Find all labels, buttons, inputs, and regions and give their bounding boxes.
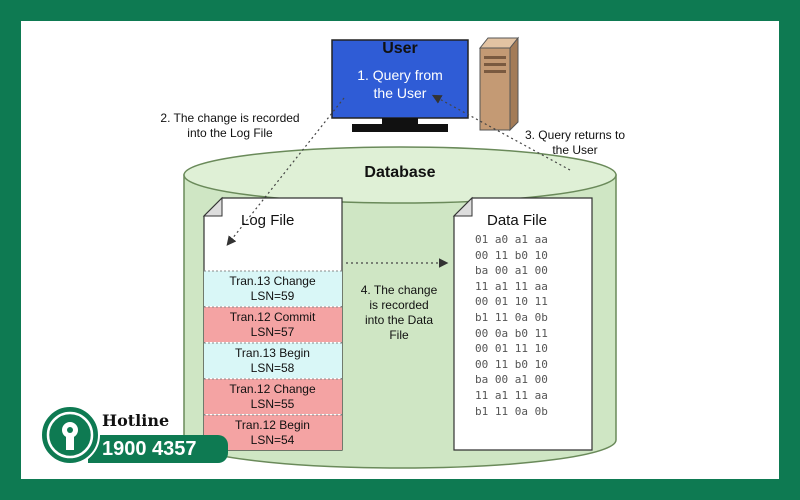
log-entry: Tran.13 Begin LSN=58: [235, 345, 310, 375]
hex-row: ba 00 a1 00: [475, 264, 548, 278]
hotline-logo: [40, 405, 100, 465]
hex-row: 01 a0 a1 aa: [475, 233, 548, 246]
hex-row: ba 00 a1 00: [475, 373, 548, 387]
data-file-title: Data File: [487, 212, 548, 229]
hex-row: b1 11 0a 0b: [475, 310, 548, 324]
hex-row: 00 01 11 10: [475, 342, 548, 356]
hotline-number[interactable]: 1900 4357: [88, 435, 228, 463]
log-entry: Tran.12 Begin LSN=54: [235, 417, 310, 447]
hex-row: 00 11 b0 10: [475, 357, 548, 371]
data-file-document: [452, 196, 593, 451]
log-entry-bg: [204, 307, 342, 342]
log-entry: Tran.13 Change LSN=59: [229, 273, 316, 303]
server-icon: [478, 36, 520, 132]
hex-row: b1 11 0a 0b: [475, 404, 548, 418]
hotline-badge[interactable]: 1900 4357 Hotline: [40, 405, 228, 467]
log-entry-bg: [204, 271, 342, 306]
hex-row: 00 0a b0 11: [475, 326, 548, 340]
arrow-db-to-user: [431, 94, 571, 171]
arrow-user-to-log: [226, 97, 345, 246]
hex-row: 11 a1 11 aa: [475, 388, 548, 402]
database-title: Database: [364, 164, 436, 181]
hex-row: 11 a1 11 aa: [475, 279, 548, 293]
log-entry-bg: [204, 343, 342, 378]
log-entry: Tran.12 Change LSN=55: [229, 381, 316, 411]
step4-label: 4. The change is recorded into the Data …: [360, 283, 438, 342]
log-entry: Tran.12 Commit LSN=57: [229, 309, 316, 339]
step3-label: 3. Query returns to the User: [524, 128, 626, 157]
step2-label: 2. The change is recorded into the Log F…: [160, 111, 300, 140]
monitor-icon: [331, 39, 469, 132]
log-file-title: Log File: [241, 212, 295, 229]
user-query-text: 1. Query from the User: [357, 67, 443, 101]
hex-row: 00 11 b0 10: [475, 248, 548, 262]
keyhole-icon: [46, 411, 94, 459]
log-entries-background: [204, 270, 342, 450]
log-entry-bg: [204, 379, 342, 414]
hex-row: 00 01 10 11: [475, 295, 548, 309]
hotline-label: Hotline: [102, 411, 170, 430]
user-title: User: [382, 40, 418, 57]
